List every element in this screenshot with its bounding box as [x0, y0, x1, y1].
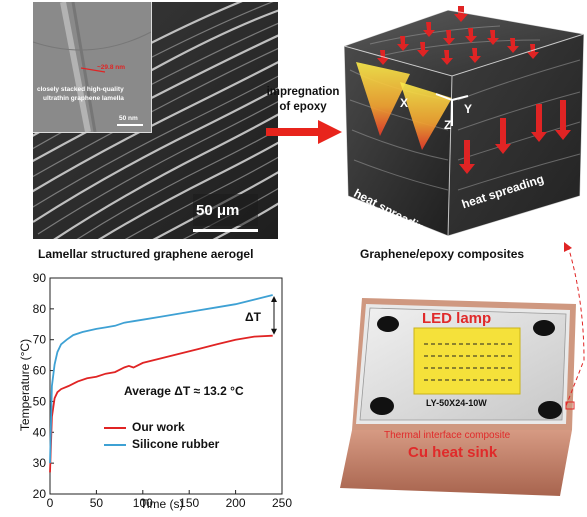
axis-z-label: Z [444, 118, 452, 132]
legend-label-our-work: Our work [132, 420, 185, 434]
y-tick-label: 90 [33, 271, 47, 285]
series-line-0 [49, 334, 273, 473]
legend-swatch-silicone [104, 444, 126, 446]
heat-cone-mid [400, 82, 452, 150]
chart-annotation: Average ΔT ≈ 13.2 °C [124, 384, 244, 398]
process-arrow [266, 120, 342, 144]
device-graphic [340, 298, 576, 496]
y-tick-label: 60 [33, 364, 47, 378]
incoming-heat-arrows [377, 6, 539, 65]
axis-x-label: X [400, 96, 409, 110]
plot-frame [49, 277, 283, 495]
heat-sink-label: Cu heat sink [408, 444, 498, 461]
x-tick-label: 50 [90, 496, 104, 510]
x-tick-label: 250 [272, 496, 292, 510]
delta-t-arrowhead-bottom [271, 328, 277, 335]
main-scale-label: 50 μm [196, 202, 240, 219]
chart-canvas: 0 50 100 150 200 250 20 30 40 50 60 70 80 90 [33, 271, 293, 510]
led-rows [424, 343, 512, 381]
aerogel-caption: Lamellar structured graphene aerogel [38, 247, 254, 261]
y-tick-label: 80 [33, 302, 47, 316]
copper-heat-sink [340, 430, 572, 496]
process-label-line1: impregnation [266, 86, 340, 98]
x-tick-label: 150 [179, 496, 199, 510]
heat-cone-left [356, 62, 410, 136]
led-lamp [413, 327, 521, 395]
x-axis-title: Time (s) [140, 497, 184, 511]
chart-legend: Our work Silicone rubber [104, 420, 264, 456]
x-tick-label: 100 [133, 496, 153, 510]
x-tick-label: 200 [226, 496, 246, 510]
process-label-line2: of epoxy [279, 101, 327, 113]
mount-holes [370, 316, 562, 419]
series-line-1 [49, 294, 273, 464]
inset-note-line2: ultrathin graphene lamella [43, 95, 124, 102]
legend-label-silicone: Silicone rubber [132, 437, 220, 451]
scale-bar [193, 229, 258, 232]
inset-measure-label: ~29.8 nm [97, 64, 126, 71]
temperature-chart: 0 50 100 150 200 250 20 30 40 50 60 70 80 90 Average … [0, 268, 300, 512]
tim-label: Thermal interface composite [384, 430, 511, 441]
delta-t-arrowhead-top [271, 295, 277, 302]
led-lamp-label: LED lamp [422, 310, 492, 327]
inset-scale-bar [117, 124, 143, 126]
y-tick-label: 20 [33, 487, 47, 501]
measure-line [80, 67, 106, 73]
callout-dashed-line [564, 242, 585, 407]
lamellar-texture [33, 2, 278, 239]
inset-note-line1: closely stacked high-quality [37, 86, 124, 93]
aerogel-sem-image: ~29.8 nm closely stacked high-quality ul… [33, 2, 278, 239]
axis-triad [435, 93, 469, 126]
tem-inset-image: ~29.8 nm closely stacked high-quality ul… [33, 2, 152, 133]
process-step: impregnation of epoxy [262, 86, 344, 146]
delta-t-label: ΔT [245, 310, 261, 324]
y-tick-label: 30 [33, 456, 47, 470]
y-axis-title: Temperature (°C) [18, 338, 32, 432]
cube-graphic [342, 6, 585, 237]
cube-right-face [448, 34, 584, 236]
legend-swatch-our-work [104, 427, 126, 429]
x-tick-label: 0 [47, 496, 54, 510]
composite-cube: X Y Z heat spreading heat spreading [340, 0, 587, 240]
composite-caption: Graphene/epoxy composites [360, 247, 525, 261]
y-tick-label: 70 [33, 333, 47, 347]
transverse-heat-arrows [459, 100, 571, 174]
inset-scale-label: 50 nm [119, 115, 138, 122]
y-tick-label: 40 [33, 425, 47, 439]
y-tick-label: 50 [33, 394, 47, 408]
led-device: LED lamp LY-50X24-10W Thermal interface … [340, 290, 587, 512]
tem-texture [33, 2, 151, 132]
axis-y-label: Y [464, 102, 473, 116]
led-model-label: LY-50X24-10W [426, 398, 487, 408]
